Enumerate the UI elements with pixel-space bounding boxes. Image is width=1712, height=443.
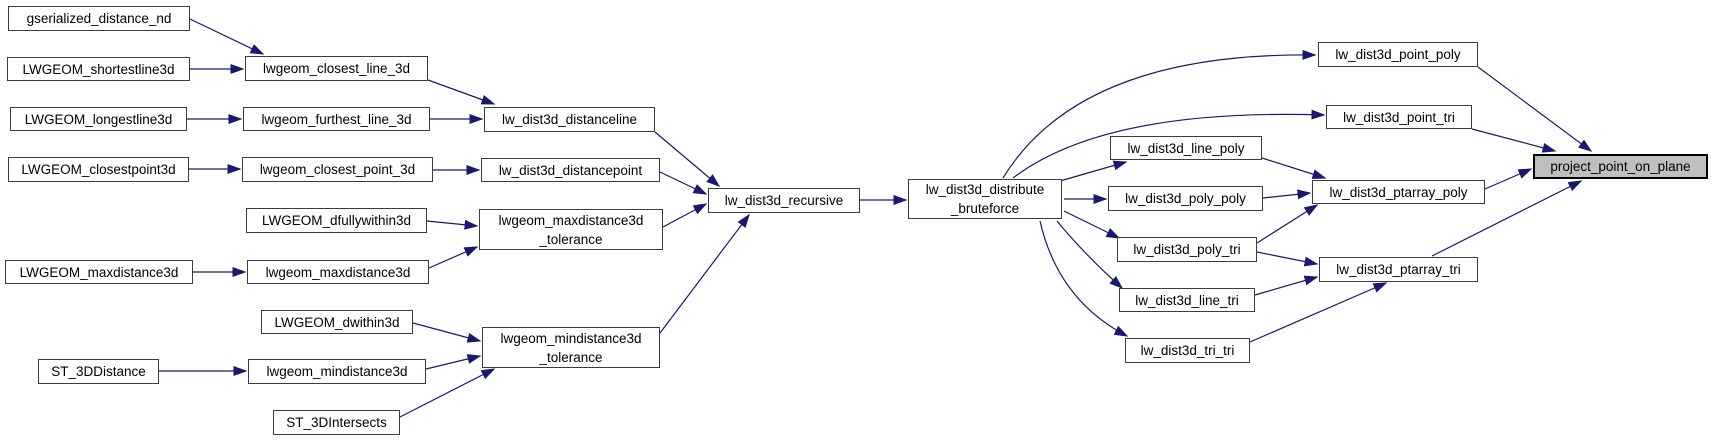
node-lw_dist3d_point_tri[interactable]: lw_dist3d_point_tri bbox=[1326, 105, 1472, 129]
edge-gserialized_distance_nd-to-lwgeom_closest_line_3d bbox=[189, 18, 265, 55]
node-LWGEOM_shortestline3d[interactable]: LWGEOM_shortestline3d bbox=[7, 57, 190, 81]
edge-lw_dist3d_distribute_bruteforce-to-lw_dist3d_point_poly bbox=[1002, 49, 1317, 179]
node-label: lwgeom_closest_line_3d bbox=[262, 61, 411, 76]
edge-LWGEOM_dfullywithin3d-to-lwgeom_maxdistance3d_tolerance bbox=[426, 219, 479, 230]
node-label: lw_dist3d_poly_tri bbox=[1133, 242, 1241, 257]
edge-LWGEOM_dwithin3d-to-lwgeom_mindistance3d_tolerance bbox=[412, 322, 482, 343]
node-label: lw_dist3d_ptarray_poly bbox=[1329, 184, 1468, 200]
node-label: _bruteforce bbox=[950, 201, 1020, 216]
edge-lwgeom_closest_line_3d-to-lw_dist3d_distanceline bbox=[427, 79, 496, 105]
node-label: lwgeom_maxdistance3d bbox=[498, 212, 644, 228]
node-lw_dist3d_distribute_bruteforce[interactable]: lw_dist3d_distribute _bruteforce bbox=[908, 179, 1062, 219]
edge-lw_dist3d_ptarray_poly-to-project_point_on_plane bbox=[1484, 168, 1533, 190]
node-label: lwgeom_mindistance3d bbox=[266, 364, 408, 379]
node-label: lwgeom_mindistance3d bbox=[500, 330, 642, 346]
node-lw_dist3d_ptarray_poly[interactable]: lw_dist3d_ptarray_poly bbox=[1312, 180, 1485, 204]
node-lwgeom_closest_point_3d[interactable]: lwgeom_closest_point_3d bbox=[242, 157, 433, 182]
edge-lw_dist3d_distribute_bruteforce-to-lw_dist3d_point_tri bbox=[1012, 109, 1326, 179]
node-label: ST_3DDistance bbox=[51, 364, 146, 379]
node-LWGEOM_closestpoint3d[interactable]: LWGEOM_closestpoint3d bbox=[8, 157, 189, 182]
node-label: lwgeom_furthest_line_3d bbox=[261, 111, 412, 127]
node-lw_dist3d_line_tri[interactable]: lw_dist3d_line_tri bbox=[1119, 288, 1255, 312]
node-lwgeom_maxdistance3d[interactable]: lwgeom_maxdistance3d bbox=[247, 260, 429, 284]
edge-ST_3DIntersects-to-lwgeom_mindistance3d_tolerance bbox=[399, 368, 496, 418]
node-lw_dist3d_point_poly[interactable]: lw_dist3d_point_poly bbox=[1318, 42, 1478, 67]
node-project_point_on_plane: project_point_on_plane bbox=[1533, 154, 1708, 179]
edge-lwgeom_mindistance3d_tolerance-to-lw_dist3d_recursive bbox=[659, 213, 750, 334]
node-label: gserialized_distance_nd bbox=[26, 11, 172, 26]
node-lw_dist3d_ptarray_tri[interactable]: lw_dist3d_ptarray_tri bbox=[1319, 257, 1478, 282]
node-label: lw_dist3d_distribute bbox=[925, 182, 1045, 197]
node-label: LWGEOM_dfullywithin3d bbox=[261, 213, 412, 228]
edge-lw_dist3d_point_poly-to-project_point_on_plane bbox=[1477, 66, 1593, 152]
node-ST_3DIntersects[interactable]: ST_3DIntersects bbox=[273, 410, 400, 435]
node-lw_dist3d_line_poly[interactable]: lw_dist3d_line_poly bbox=[1110, 136, 1262, 160]
node-label: LWGEOM_dwithin3d bbox=[274, 314, 400, 330]
edge-lwgeom_maxdistance3d_tolerance-to-lw_dist3d_recursive bbox=[662, 203, 708, 228]
node-label: lwgeom_closest_point_3d bbox=[259, 162, 416, 177]
node-lw_dist3d_distancepoint[interactable]: lw_dist3d_distancepoint bbox=[481, 158, 660, 182]
node-label: project_point_on_plane bbox=[1550, 159, 1691, 174]
node-label: LWGEOM_shortestline3d bbox=[22, 61, 175, 77]
node-LWGEOM_dwithin3d[interactable]: LWGEOM_dwithin3d bbox=[261, 310, 413, 334]
node-label: lw_dist3d_point_poly bbox=[1335, 47, 1461, 62]
node-lwgeom_closest_line_3d[interactable]: lwgeom_closest_line_3d bbox=[245, 56, 428, 81]
edge-lwgeom_mindistance3d-to-lwgeom_mindistance3d_tolerance bbox=[425, 354, 482, 370]
edge-lw_dist3d_poly_poly-to-lw_dist3d_ptarray_poly bbox=[1262, 189, 1312, 200]
node-ST_3DDistance[interactable]: ST_3DDistance bbox=[38, 359, 159, 384]
edge-lw_dist3d_line_poly-to-lw_dist3d_ptarray_poly bbox=[1261, 157, 1327, 179]
node-label: ST_3DIntersects bbox=[286, 415, 387, 430]
node-label: LWGEOM_longestline3d bbox=[24, 111, 173, 127]
node-lwgeom_maxdistance3d_tolerance[interactable]: lwgeom_maxdistance3d _tolerance bbox=[479, 209, 663, 250]
edge-lw_dist3d_distribute_bruteforce-to-lw_dist3d_tri_tri bbox=[1039, 220, 1129, 337]
edge-lw_dist3d_distancepoint-to-lw_dist3d_recursive bbox=[659, 171, 708, 195]
node-label: lwgeom_maxdistance3d bbox=[265, 264, 411, 280]
node-lw_dist3d_tri_tri[interactable]: lw_dist3d_tri_tri bbox=[1125, 338, 1250, 363]
node-lw_dist3d_poly_poly[interactable]: lw_dist3d_poly_poly bbox=[1108, 186, 1263, 211]
node-label: lw_dist3d_line_poly bbox=[1127, 140, 1245, 156]
node-label: lw_dist3d_point_tri bbox=[1343, 109, 1455, 125]
edge-group bbox=[159, 18, 1593, 418]
node-label: _tolerance bbox=[539, 231, 603, 247]
edge-lwgeom_maxdistance3d-to-lwgeom_maxdistance3d_tolerance bbox=[428, 246, 479, 269]
edge-lw_dist3d_tri_tri-to-lw_dist3d_ptarray_tri bbox=[1249, 282, 1388, 343]
edge-lw_dist3d_distanceline-to-lw_dist3d_recursive bbox=[654, 131, 721, 187]
edge-lw_dist3d_ptarray_tri-to-project_point_on_plane bbox=[1431, 180, 1583, 257]
node-lwgeom_furthest_line_3d[interactable]: lwgeom_furthest_line_3d bbox=[243, 107, 430, 131]
node-label: lw_dist3d_ptarray_tri bbox=[1336, 262, 1461, 277]
node-label: lw_dist3d_poly_poly bbox=[1125, 191, 1246, 206]
edge-lw_dist3d_distribute_bruteforce-to-lw_dist3d_line_tri bbox=[1056, 220, 1124, 289]
node-label: LWGEOM_closestpoint3d bbox=[21, 162, 176, 177]
edge-lw_dist3d_line_tri-to-lw_dist3d_ptarray_tri bbox=[1254, 275, 1319, 296]
edge-lw_dist3d_poly_tri-to-lw_dist3d_ptarray_tri bbox=[1256, 251, 1319, 267]
node-label: lw_dist3d_line_tri bbox=[1135, 292, 1239, 308]
node-label: lw_dist3d_distancepoint bbox=[498, 162, 643, 178]
node-gserialized_distance_nd[interactable]: gserialized_distance_nd bbox=[8, 6, 190, 31]
node-lwgeom_mindistance3d_tolerance[interactable]: lwgeom_mindistance3d _tolerance bbox=[482, 327, 660, 368]
node-lw_dist3d_distanceline[interactable]: lw_dist3d_distanceline bbox=[484, 107, 655, 132]
node-LWGEOM_dfullywithin3d[interactable]: LWGEOM_dfullywithin3d bbox=[246, 208, 427, 233]
node-LWGEOM_longestline3d[interactable]: LWGEOM_longestline3d bbox=[10, 107, 187, 131]
node-label: lw_dist3d_recursive bbox=[724, 193, 844, 208]
node-label: _tolerance bbox=[539, 349, 603, 365]
node-lw_dist3d_poly_tri[interactable]: lw_dist3d_poly_tri bbox=[1117, 237, 1257, 262]
node-label: lw_dist3d_distanceline bbox=[501, 112, 638, 127]
edge-lw_dist3d_distribute_bruteforce-to-lw_dist3d_poly_tri bbox=[1063, 210, 1121, 239]
edge-lw_dist3d_poly_tri-to-lw_dist3d_ptarray_poly bbox=[1256, 204, 1319, 244]
node-LWGEOM_maxdistance3d[interactable]: LWGEOM_maxdistance3d bbox=[5, 260, 193, 284]
node-label: lw_dist3d_tri_tri bbox=[1140, 343, 1235, 358]
node-label: LWGEOM_maxdistance3d bbox=[19, 264, 179, 280]
edge-lw_dist3d_distribute_bruteforce-to-lw_dist3d_line_poly bbox=[1059, 160, 1128, 182]
node-lw_dist3d_recursive[interactable]: lw_dist3d_recursive bbox=[708, 188, 860, 213]
edge-lw_dist3d_point_tri-to-project_point_on_plane bbox=[1471, 128, 1557, 153]
node-lwgeom_mindistance3d[interactable]: lwgeom_mindistance3d bbox=[248, 359, 426, 384]
